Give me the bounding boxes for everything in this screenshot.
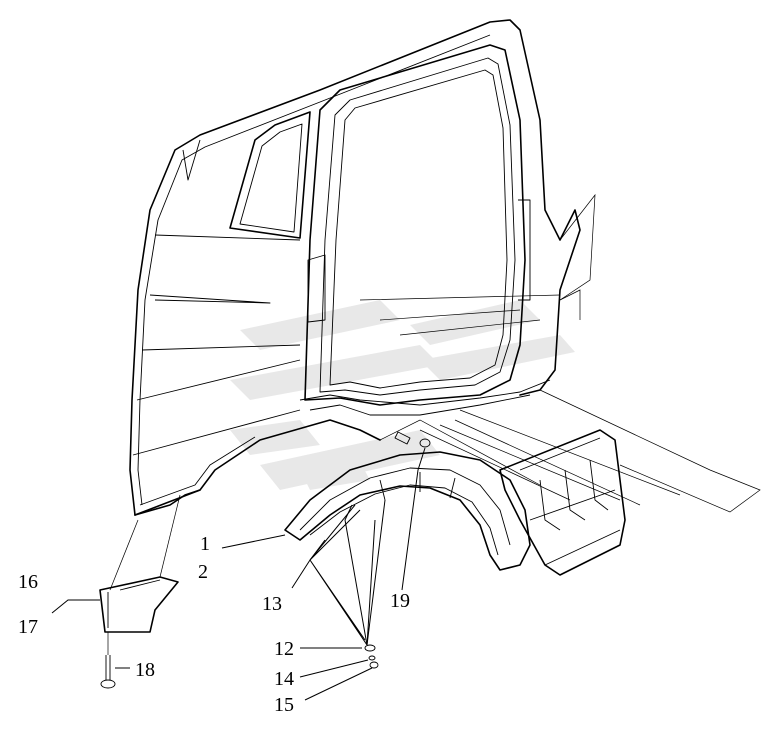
callout-18: 18	[135, 659, 155, 681]
washer-part-19	[394, 431, 431, 448]
callout-14: 14	[274, 668, 294, 690]
callout-17: 17	[18, 616, 38, 638]
door-opening	[299, 44, 551, 416]
rear-step-assembly	[499, 429, 626, 576]
bolt-part-18	[100, 632, 116, 689]
callout-2: 2	[198, 561, 208, 583]
callout-19: 19	[390, 590, 410, 612]
leader-lines	[51, 447, 426, 701]
callout-labels: 1 2 12 13 14 15 16 17 18 19	[18, 533, 410, 716]
fasteners-12-14-15	[364, 644, 379, 669]
wheel-arch-fender	[284, 451, 531, 571]
callout-15: 15	[274, 694, 294, 716]
rear-window	[229, 111, 311, 239]
callout-1: 1	[200, 533, 210, 555]
callout-16: 16	[18, 571, 38, 593]
cab-side-panel	[129, 19, 581, 516]
callout-13: 13	[262, 593, 282, 615]
bracket-part-16-17	[99, 494, 181, 633]
callout-12: 12	[274, 638, 294, 660]
reference-lines	[359, 193, 761, 513]
